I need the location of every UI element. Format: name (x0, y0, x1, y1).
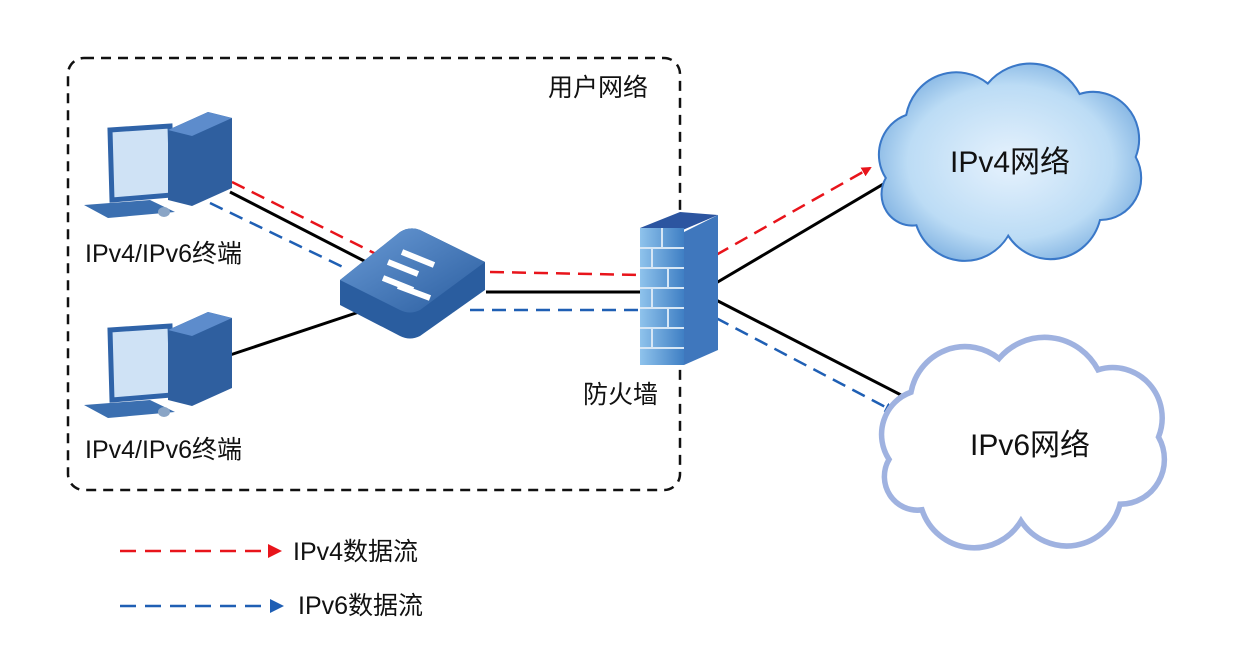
ipv6-flow-pc1-switch (209, 201, 346, 270)
ipv4-network-cloud[interactable]: IPv4网络 (877, 62, 1143, 262)
ipv4-flow-firewall-cloud (715, 166, 872, 257)
arrow-icon (268, 544, 282, 558)
ipv4-network-label: IPv4网络 (950, 146, 1070, 179)
link-firewall-ipv4 (715, 174, 898, 285)
links (209, 166, 904, 413)
terminal-2-label: IPv4/IPv6终端 (85, 436, 242, 464)
ipv6-network-cloud[interactable]: IPv6网络 (882, 337, 1165, 547)
user-network-label: 用户网络 (548, 74, 648, 102)
terminal-1[interactable]: IPv4/IPv6终端 (84, 112, 242, 268)
legend: IPv4数据流 IPv6数据流 (120, 538, 423, 620)
legend-item-ipv6: IPv6数据流 (120, 592, 423, 620)
firewall[interactable]: 防火墙 (583, 212, 718, 409)
link-pc1-switch (229, 190, 373, 267)
desktop-pc-icon (84, 112, 232, 218)
l2-switch[interactable]: L2 (340, 228, 485, 339)
arrow-icon (270, 599, 284, 613)
ipv6-flow-firewall-cloud (715, 316, 895, 413)
legend-ipv4-label: IPv4数据流 (293, 538, 418, 566)
firewall-label: 防火墙 (583, 381, 658, 409)
desktop-pc-icon (84, 312, 232, 418)
ipv6-network-label: IPv6网络 (970, 429, 1090, 462)
link-pc2-switch (229, 308, 366, 357)
terminal-1-label: IPv4/IPv6终端 (85, 240, 242, 268)
link-firewall-ipv6 (715, 298, 904, 398)
ipv4-flow-pc1-switch (231, 180, 379, 257)
firewall-icon (640, 212, 718, 365)
l2-switch-icon (340, 228, 485, 339)
legend-item-ipv4: IPv4数据流 (120, 538, 418, 566)
legend-ipv6-label: IPv6数据流 (298, 592, 423, 620)
terminal-2[interactable]: IPv4/IPv6终端 (84, 312, 242, 464)
switch-label: L2 (452, 311, 464, 323)
ipv4-flow-switch-firewall (489, 270, 643, 277)
